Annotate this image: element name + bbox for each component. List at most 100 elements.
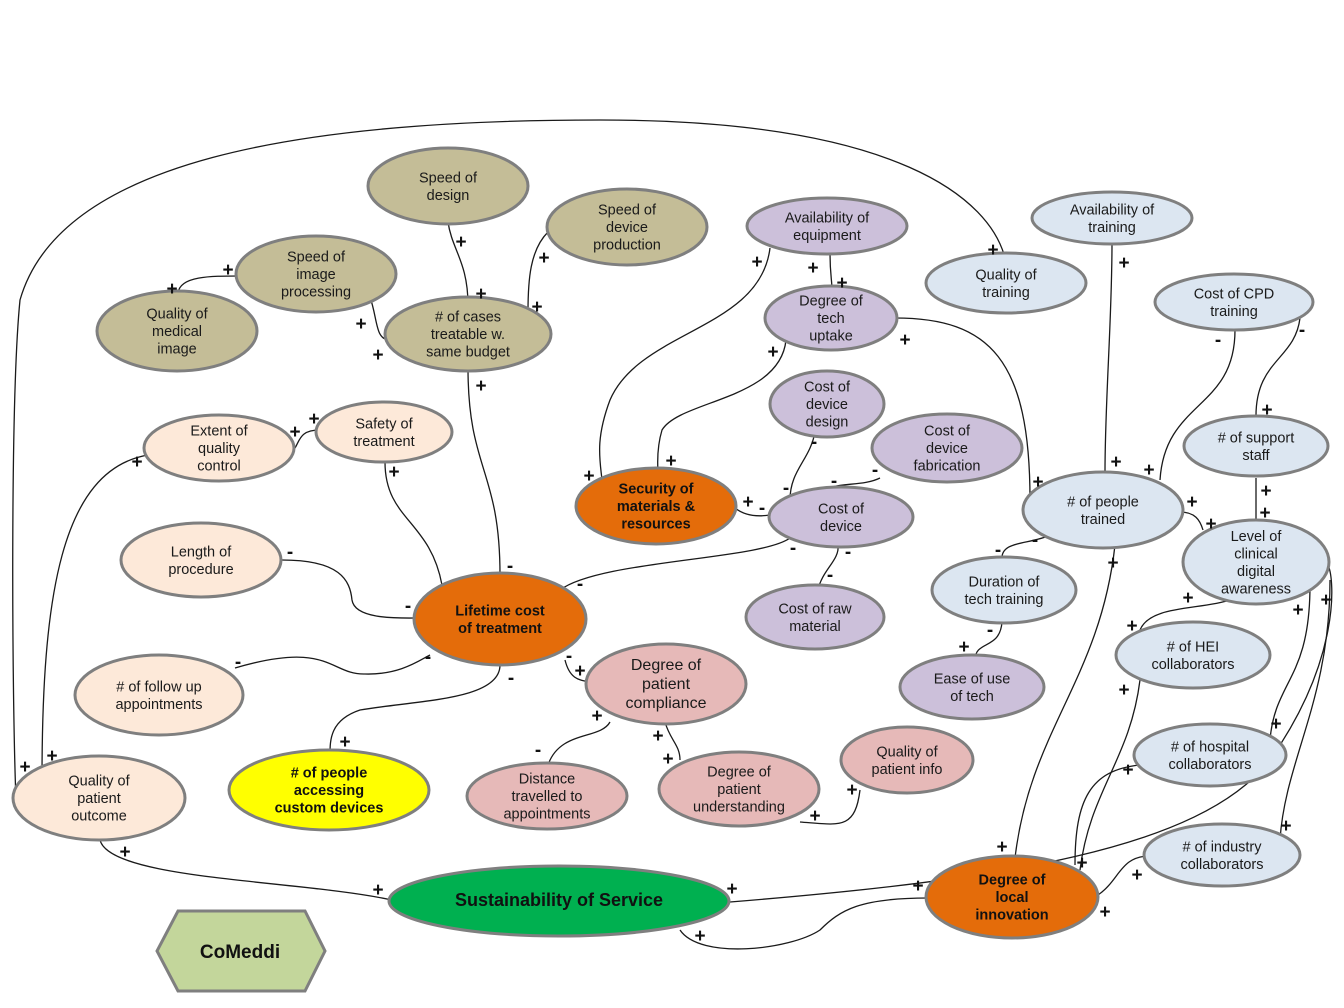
positive-polarity-sign: + bbox=[751, 252, 762, 273]
node-label-line: # of cases bbox=[435, 310, 501, 326]
node-label-line: device bbox=[806, 397, 848, 413]
node-label-line: device bbox=[606, 220, 648, 236]
node-label-line: local bbox=[995, 890, 1028, 906]
node-label-line: medical bbox=[152, 324, 202, 340]
edge-cpd-support bbox=[1255, 317, 1301, 419]
positive-polarity-sign: + bbox=[591, 706, 602, 727]
node-label-line: # of people bbox=[1067, 494, 1139, 510]
node-ellipse bbox=[924, 251, 1088, 315]
node-label-line: patient info bbox=[872, 762, 943, 778]
node-industry-collab: # of industry collaborators bbox=[1142, 822, 1302, 888]
node-label-line: Speed of bbox=[419, 170, 478, 186]
positive-polarity-sign: + bbox=[1260, 481, 1271, 502]
positive-polarity-sign: + bbox=[339, 732, 350, 753]
node-label-line: staff bbox=[1242, 448, 1270, 464]
negative-polarity-sign: - bbox=[577, 574, 583, 595]
positive-polarity-sign: + bbox=[807, 258, 818, 279]
negative-polarity-sign: - bbox=[566, 646, 572, 667]
positive-polarity-sign: + bbox=[1292, 600, 1303, 621]
positive-polarity-sign: + bbox=[1099, 902, 1110, 923]
node-label-line: outcome bbox=[71, 809, 127, 825]
positive-polarity-sign: + bbox=[1261, 400, 1272, 421]
edge-followup-lifetime bbox=[234, 654, 431, 675]
positive-polarity-sign: + bbox=[1182, 588, 1193, 609]
node-ellipse bbox=[584, 642, 748, 726]
positive-polarity-sign: + bbox=[836, 273, 847, 294]
node-ellipse bbox=[11, 754, 187, 842]
node-label-line: training bbox=[1088, 220, 1136, 236]
node-label-line: Lifetime cost bbox=[455, 603, 545, 619]
edge-sustainability-outer-loop bbox=[729, 564, 1333, 903]
node-label-line: # of support bbox=[1218, 430, 1295, 446]
node-ellipse bbox=[95, 289, 259, 373]
edge-speed-prod-cases bbox=[527, 231, 549, 313]
node-ellipse bbox=[1030, 190, 1194, 246]
positive-polarity-sign: + bbox=[308, 409, 319, 430]
node-label-line: appointments bbox=[115, 697, 202, 713]
polarity-layer: +++++++++++++++++---------++--++++++++--… bbox=[19, 232, 1331, 947]
negative-polarity-sign: - bbox=[535, 740, 541, 761]
positive-polarity-sign: + bbox=[958, 637, 969, 658]
edge-cpd-trained bbox=[1159, 329, 1236, 481]
positive-polarity-sign: + bbox=[652, 726, 663, 747]
node-label-line: Availability of bbox=[1070, 202, 1155, 218]
edge-info-understanding bbox=[799, 789, 861, 825]
negative-polarity-sign: - bbox=[405, 596, 411, 617]
negative-polarity-sign: - bbox=[872, 460, 878, 481]
node-label-line: Cost of bbox=[818, 501, 865, 517]
positive-polarity-sign: + bbox=[665, 451, 676, 472]
node-label-line: innovation bbox=[975, 908, 1048, 924]
positive-polarity-sign: + bbox=[574, 661, 585, 682]
node-label-line: collaborators bbox=[1180, 857, 1263, 873]
node-label-line: Quality of bbox=[975, 267, 1037, 283]
node-ellipse bbox=[657, 750, 821, 828]
node-label-line: # of HEI bbox=[1167, 639, 1219, 655]
node-label-line: Speed of bbox=[598, 203, 657, 219]
edge-innovation-sustainability bbox=[679, 897, 929, 950]
node-label-line: Distance bbox=[519, 772, 575, 788]
positive-polarity-sign: + bbox=[538, 248, 549, 269]
positive-polarity-sign: + bbox=[742, 492, 753, 513]
edge-safety-lifetime bbox=[384, 461, 443, 586]
edge-hospital-innovation bbox=[1074, 764, 1141, 866]
node-ellipse bbox=[142, 413, 296, 483]
edge-speed-design-cases bbox=[447, 221, 469, 306]
positive-polarity-sign: + bbox=[1032, 472, 1043, 493]
edge-hei-innovation bbox=[1079, 679, 1141, 871]
node-label-line: Duration of bbox=[969, 574, 1041, 590]
positive-polarity-sign: + bbox=[987, 240, 998, 261]
positive-polarity-sign: + bbox=[1205, 514, 1216, 535]
positive-polarity-sign: + bbox=[1126, 616, 1137, 637]
node-label-line: treatment bbox=[353, 434, 414, 450]
node-support-staff: # of support staff bbox=[1182, 414, 1330, 478]
node-ellipse bbox=[1182, 414, 1330, 478]
edge-costdesign-costdevice bbox=[789, 431, 816, 501]
negative-polarity-sign: - bbox=[1299, 320, 1305, 341]
negative-polarity-sign: - bbox=[287, 542, 293, 563]
positive-polarity-sign: + bbox=[372, 880, 383, 901]
negative-polarity-sign: - bbox=[995, 540, 1001, 561]
node-label-line: Degree of bbox=[979, 873, 1046, 889]
negative-polarity-sign: - bbox=[508, 668, 514, 689]
node-label-line: device bbox=[926, 441, 968, 457]
edge-equipment-security bbox=[598, 247, 771, 481]
node-label-line: # of industry bbox=[1183, 839, 1263, 855]
negative-polarity-sign: - bbox=[425, 647, 431, 668]
node-avail-training: Availability of training bbox=[1030, 190, 1194, 246]
positive-polarity-sign: + bbox=[846, 780, 857, 801]
edge-speed-image-quality bbox=[177, 275, 241, 294]
node-label-line: treatable w. bbox=[431, 327, 505, 343]
